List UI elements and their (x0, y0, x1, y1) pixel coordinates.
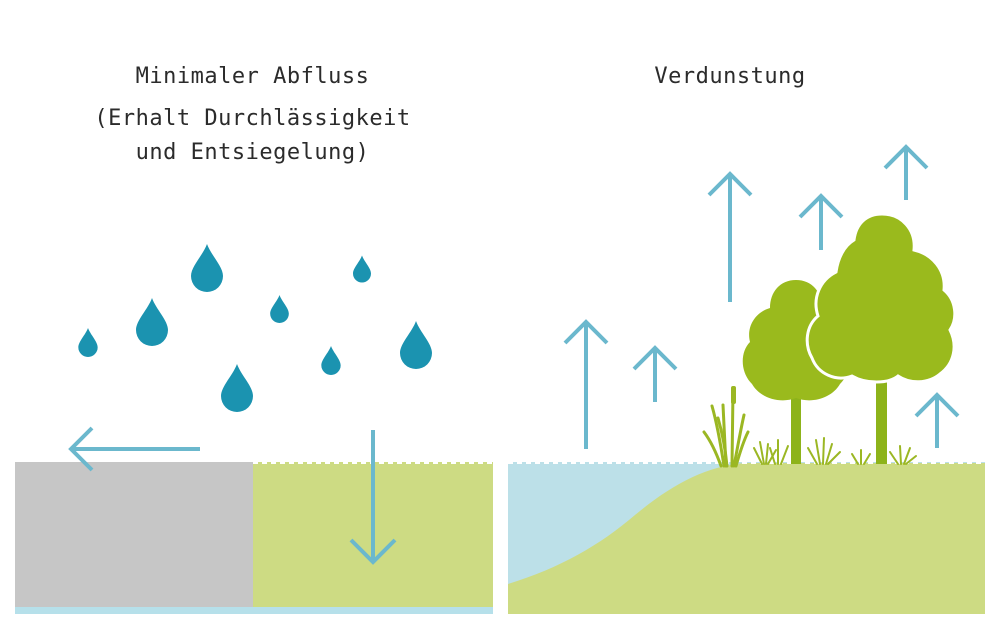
raindrop-icon (191, 244, 223, 292)
raindrop-icon (221, 364, 253, 412)
grass-tuft-icon (753, 441, 777, 465)
sealed-surface (15, 462, 253, 609)
evaporation-arrow-icon (798, 193, 844, 250)
right-panel (508, 144, 985, 614)
grass-tuft-icon (807, 437, 841, 465)
grass-tuft-icon (769, 439, 789, 465)
raindrop-icon (400, 321, 432, 369)
raindrop-icon (136, 298, 168, 346)
evaporation-arrow-icon (563, 319, 609, 449)
infiltration-arrow-icon (349, 430, 397, 565)
evaporation-arrow-icon (883, 144, 929, 200)
left-panel-title: Minimaler Abfluss (135, 64, 370, 89)
raindrop-icon (321, 346, 341, 375)
grass-tuft-icon (889, 445, 917, 465)
runoff-arrow-icon (68, 426, 200, 472)
evaporation-arrows (563, 144, 960, 449)
evaporation-arrow-icon (632, 345, 678, 402)
raindrop-icon (270, 295, 289, 323)
evaporation-arrow-icon (707, 171, 753, 302)
raindrop-icon (78, 328, 98, 357)
large-tree-icon (805, 212, 957, 464)
left-panel (15, 244, 493, 614)
groundwater-strip (15, 607, 493, 614)
right-panel-title: Verdunstung (654, 64, 806, 89)
evaporation-arrow-icon (914, 392, 960, 448)
left-panel-subtitle-line1: (Erhalt Durchlässigkeit (94, 106, 411, 131)
reed-head-icon (731, 386, 736, 404)
reeds-icon (702, 388, 750, 468)
grass-tuft-icon (851, 449, 871, 465)
land-slope (508, 463, 985, 614)
raindrop-icon (353, 255, 371, 283)
grass-tufts (753, 437, 917, 465)
large-tree-trunk (876, 376, 887, 464)
left-panel-subtitle-line2: und Entsiegelung) (135, 140, 370, 165)
large-tree-crown (805, 212, 957, 384)
raindrops (78, 244, 432, 412)
small-tree-trunk (791, 398, 801, 464)
